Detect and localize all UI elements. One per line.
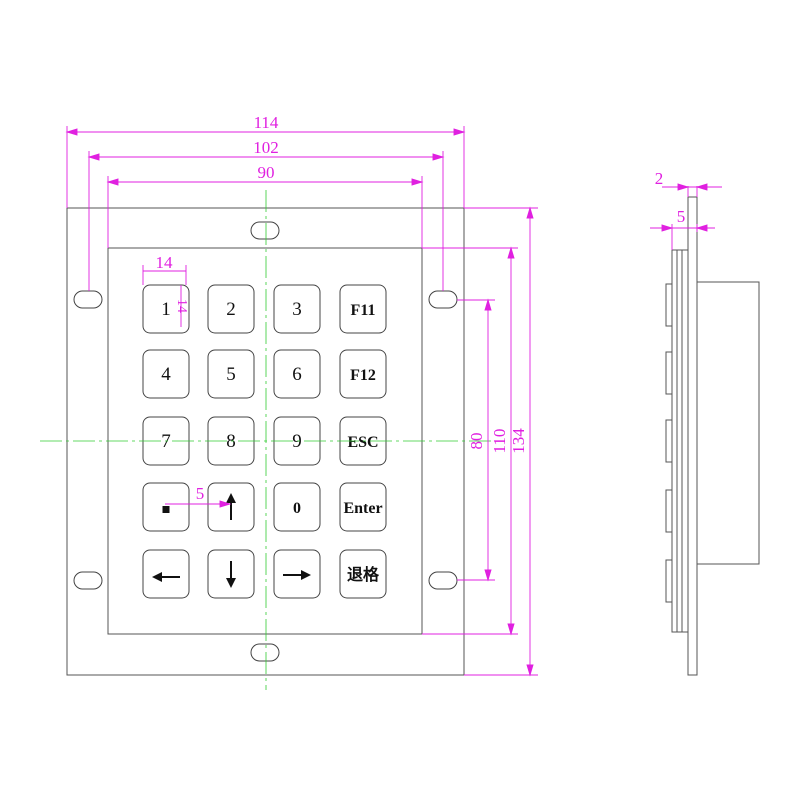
side-key-tab — [665, 419, 673, 463]
dot-icon — [162, 506, 170, 513]
side-key-tab — [665, 351, 673, 395]
key-left[interactable] — [142, 549, 190, 599]
arrow-left-icon — [152, 572, 180, 582]
dim-label-5: 5 — [196, 484, 205, 503]
key-3[interactable]: 3 — [273, 284, 321, 334]
key-label: F11 — [351, 302, 376, 319]
key-dot[interactable] — [142, 482, 190, 532]
side-key-layer — [671, 249, 689, 633]
key-label: 6 — [292, 364, 302, 385]
key-label: 5 — [226, 364, 236, 385]
key-f11[interactable]: F11 — [339, 284, 387, 334]
key-label: 8 — [226, 431, 236, 452]
mounting-hole-right-bottom — [428, 571, 458, 590]
side-key-tab — [665, 489, 673, 533]
dim-label-80: 80 — [467, 433, 486, 450]
dim-label-134: 134 — [509, 428, 528, 454]
key-label: 3 — [292, 299, 302, 320]
key-cap[interactable] — [273, 284, 321, 334]
dim-label-102: 102 — [253, 138, 279, 157]
key-label: 0 — [293, 500, 301, 517]
key-f12[interactable]: F12 — [339, 349, 387, 399]
key-label: 2 — [226, 299, 236, 320]
key-4[interactable]: 4 — [142, 349, 190, 399]
key-label: F12 — [350, 367, 376, 384]
outer-plate — [66, 207, 465, 676]
dim-label-5-side: 5 — [677, 207, 686, 226]
key-cap[interactable] — [142, 549, 190, 599]
key-label: 7 — [161, 431, 171, 452]
mounting-hole-right-top — [428, 290, 458, 309]
mounting-hole-top — [250, 221, 280, 240]
side-rear-housing — [696, 281, 760, 565]
key-1[interactable]: 1 — [142, 284, 190, 334]
key-cap[interactable] — [339, 549, 387, 599]
dim-label-90: 90 — [258, 163, 275, 182]
key-down[interactable] — [207, 549, 255, 599]
key-cap[interactable] — [142, 284, 190, 334]
key-label: 退格 — [347, 565, 380, 584]
key-label: 4 — [161, 364, 171, 385]
arrow-right-icon — [283, 570, 311, 580]
arrow-down-icon — [226, 561, 236, 588]
dim-label-2: 2 — [655, 169, 664, 188]
key-label: Enter — [343, 500, 382, 517]
side-key-tab — [665, 283, 673, 327]
arrow-up-icon — [226, 493, 236, 520]
key-right[interactable] — [273, 549, 321, 599]
key-cap[interactable] — [273, 349, 321, 399]
keys-layer: 1 2 3 F11 4 5 6 F12 7 8 9 ESC 0 Enter 退格 — [142, 284, 387, 599]
side-plate — [687, 196, 698, 676]
mounting-hole-left-bottom — [73, 571, 103, 590]
key-cap[interactable] — [273, 482, 321, 532]
side-view: 2 5 — [650, 169, 760, 676]
key-5[interactable]: 5 — [207, 349, 255, 399]
key-cap[interactable] — [339, 284, 387, 334]
mounting-hole-bottom — [250, 643, 280, 662]
key-backspace[interactable]: 退格 — [339, 549, 387, 599]
key-0[interactable]: 0 — [273, 482, 321, 532]
key-enter[interactable]: Enter — [339, 482, 387, 532]
key-label: ESC — [347, 434, 378, 451]
key-cap[interactable] — [207, 349, 255, 399]
dimension-lines: 114 102 90 14 14 5 80 — [65, 113, 538, 677]
key-cap[interactable] — [207, 284, 255, 334]
key-6[interactable]: 6 — [273, 349, 321, 399]
dim-label-14: 14 — [156, 253, 174, 272]
dim-label-114: 114 — [254, 113, 279, 132]
side-key-tab — [665, 559, 673, 603]
key-cap[interactable] — [339, 349, 387, 399]
mounting-hole-left-top — [73, 290, 103, 309]
front-view: 1 2 3 F11 4 5 6 F12 7 8 9 ESC 0 Enter 退格 — [40, 190, 500, 690]
dim-label-110: 110 — [490, 429, 509, 454]
key-cap[interactable] — [142, 349, 190, 399]
key-up[interactable] — [207, 482, 255, 532]
key-2[interactable]: 2 — [207, 284, 255, 334]
key-label: 9 — [292, 431, 302, 452]
key-label: 1 — [161, 299, 171, 320]
key-cap[interactable] — [339, 482, 387, 532]
dim-label-14-vertical: 14 — [174, 299, 189, 313]
